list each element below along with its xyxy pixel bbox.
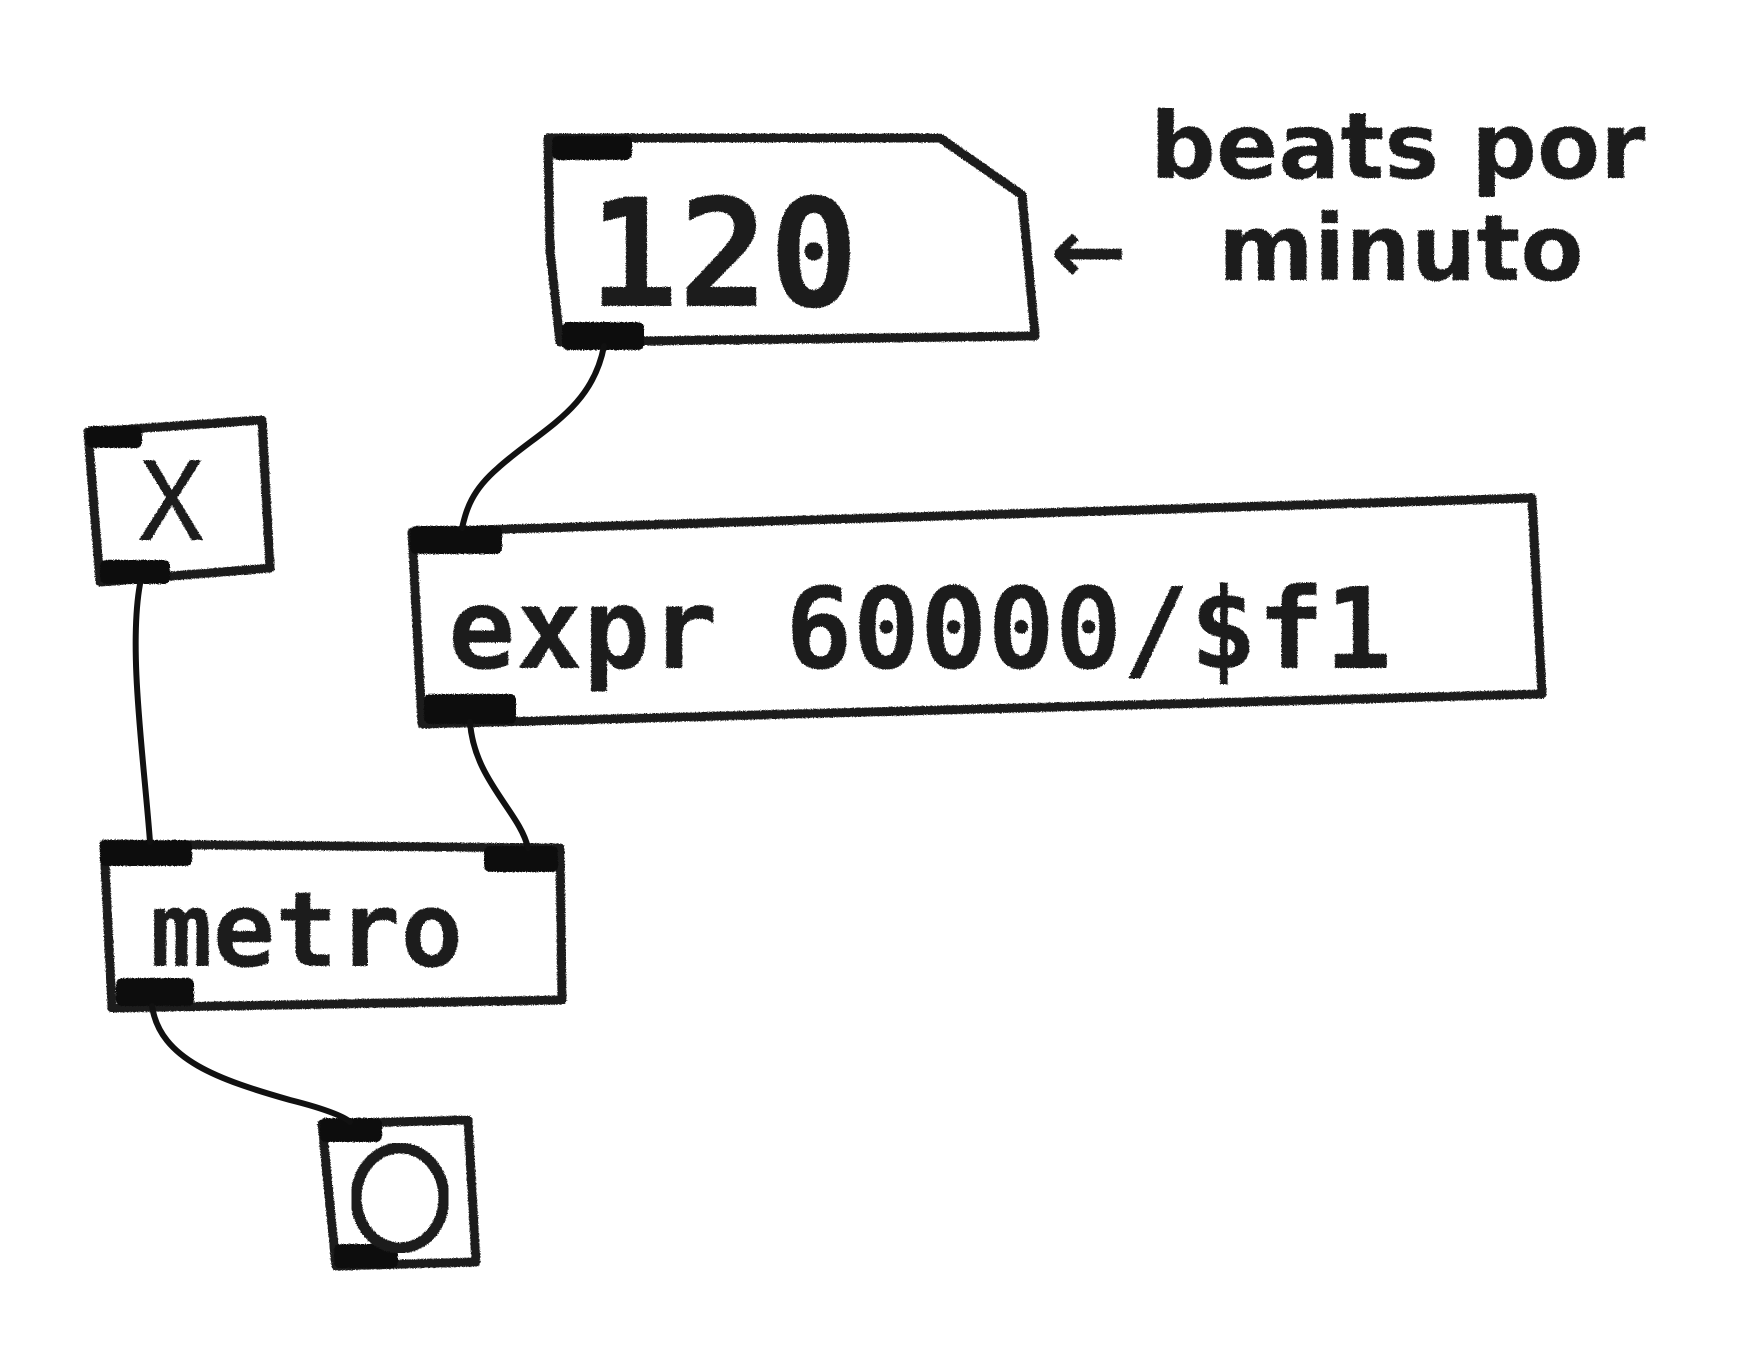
metro-box-label: metro bbox=[150, 869, 463, 991]
expression-box[interactable]: expr 60000/$f1 bbox=[407, 493, 1547, 729]
annotation-line1: beats por bbox=[1150, 93, 1646, 200]
expression-box-outlet[interactable] bbox=[424, 694, 516, 724]
annotation-arrow: ← bbox=[1050, 198, 1127, 305]
number-box[interactable]: 120 bbox=[543, 133, 1040, 350]
toggle-x-icon: X bbox=[138, 438, 204, 566]
annotation-line2: minuto bbox=[1218, 195, 1584, 302]
cord-metro-to-bang[interactable] bbox=[149, 1003, 353, 1125]
circle-bang-icon bbox=[350, 1142, 450, 1254]
number-box-outlet[interactable] bbox=[562, 322, 644, 350]
annotation: ← beats por minuto bbox=[1050, 93, 1646, 305]
cord-expr-to-metro[interactable] bbox=[467, 719, 531, 851]
patch-cords bbox=[132, 343, 607, 1125]
metro-box-right-inlet[interactable] bbox=[484, 846, 558, 872]
metro-box-left-inlet[interactable] bbox=[100, 840, 192, 866]
bang-outlet[interactable] bbox=[334, 1244, 398, 1268]
toggle-outlet[interactable] bbox=[100, 560, 170, 584]
toggle[interactable]: X bbox=[83, 415, 275, 587]
toggle-inlet[interactable] bbox=[86, 426, 142, 448]
cord-toggle-to-metro[interactable] bbox=[132, 581, 153, 845]
number-box-inlet[interactable] bbox=[552, 136, 632, 160]
bang[interactable] bbox=[317, 1115, 481, 1271]
metro-box-outlet[interactable] bbox=[116, 978, 194, 1006]
bang-inlet[interactable] bbox=[320, 1118, 382, 1142]
number-box-value: 120 bbox=[588, 168, 859, 342]
metro-box[interactable]: metro bbox=[99, 839, 567, 1013]
expression-box-inlet[interactable] bbox=[410, 526, 502, 554]
expression-box-label: expr 60000/$f1 bbox=[448, 565, 1392, 695]
cord-number-to-expr[interactable] bbox=[459, 343, 607, 531]
